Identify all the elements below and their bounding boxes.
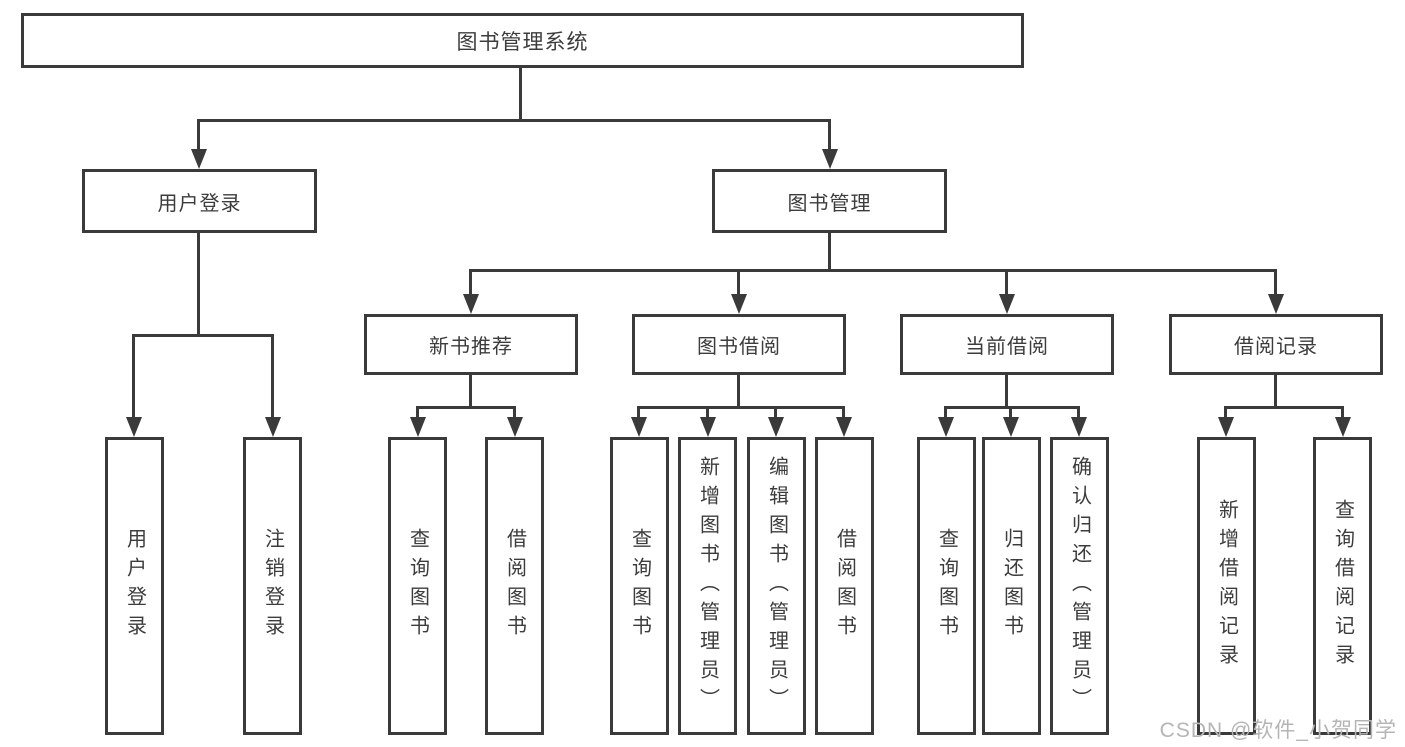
arrow-to-user-login	[191, 149, 207, 169]
node-library-management-system: 图书管理系统	[21, 13, 1024, 68]
connector-to-borrow-edit	[774, 406, 777, 419]
leaf-add-borrow-record: 新增借阅记录	[1197, 437, 1256, 735]
connector-new-book-rec-bus	[416, 406, 516, 409]
connector-user-login-stem	[197, 233, 200, 336]
arrow-to-rec-query	[410, 417, 426, 437]
node-book-borrowing: 图书借阅	[632, 314, 846, 375]
arrow-to-borrow-borrow	[836, 417, 852, 437]
arrow-to-current-borrowing	[999, 294, 1015, 314]
connector-to-rec-query	[416, 406, 419, 419]
leaf-edit-books-admin: 编辑图书（管理员）	[747, 437, 806, 735]
connector-to-book-borrowing	[737, 269, 740, 296]
connector-user-login-bus	[132, 334, 274, 337]
arrow-to-borrowing-records	[1268, 294, 1284, 314]
arrow-to-record-query	[1335, 417, 1351, 437]
node-borrowing-records: 借阅记录	[1169, 314, 1383, 375]
connector-to-leaf-logout	[271, 334, 274, 419]
arrow-to-cur-return	[1003, 417, 1019, 437]
node-current-borrowing: 当前借阅	[900, 314, 1114, 375]
arrow-to-new-book-rec	[463, 294, 479, 314]
leaf-borrow-books-rec: 借阅图书	[485, 437, 544, 735]
connector-to-borrow-query	[637, 406, 640, 419]
connector-to-borrow-borrow	[842, 406, 845, 419]
leaf-query-borrow-record: 查询借阅记录	[1313, 437, 1372, 735]
connector-to-borrow-add	[706, 406, 709, 419]
arrow-to-rec-borrow	[507, 417, 523, 437]
connector-book-borrowing-bus	[637, 406, 845, 409]
connector-to-new-book-rec	[469, 269, 472, 296]
connector-book-borrowing-stem	[737, 375, 740, 409]
connector-book-management-stem	[828, 233, 831, 272]
leaf-add-books-admin: 新增图书（管理员）	[678, 437, 737, 735]
connector-to-record-add	[1224, 406, 1227, 419]
leaf-query-books-borrow: 查询图书	[610, 437, 669, 735]
connector-to-cur-confirm	[1077, 406, 1080, 419]
connector-root-stem	[519, 68, 522, 122]
leaf-user-login: 用户登录	[105, 437, 164, 735]
connector-new-book-rec-stem	[469, 375, 472, 409]
connector-to-cur-return	[1009, 406, 1012, 419]
connector-borrowing-records-bus	[1224, 406, 1344, 409]
arrow-to-record-add	[1218, 417, 1234, 437]
connector-borrowing-records-stem	[1274, 375, 1277, 409]
connector-current-borrowing-stem	[1005, 375, 1008, 409]
leaf-query-books-rec: 查询图书	[388, 437, 447, 735]
connector-root-bus	[197, 119, 831, 122]
watermark-csdn: CSDN @软件_小贺同学	[1159, 719, 1397, 742]
arrow-to-book-management	[822, 149, 838, 169]
connector-to-rec-borrow	[513, 406, 516, 419]
connector-to-borrowing-records	[1274, 269, 1277, 296]
arrow-to-borrow-add	[700, 417, 716, 437]
arrow-to-book-borrowing	[731, 294, 747, 314]
leaf-return-books: 归还图书	[982, 437, 1041, 735]
leaf-borrow-books: 借阅图书	[815, 437, 874, 735]
node-user-login: 用户登录	[82, 169, 317, 233]
arrow-to-leaf-logout	[265, 417, 281, 437]
connector-to-leaf-user-login	[132, 334, 135, 419]
connector-to-current-borrowing	[1005, 269, 1008, 296]
node-new-book-recommendation: 新书推荐	[364, 314, 578, 375]
arrow-to-cur-query	[938, 417, 954, 437]
leaf-logout: 注销登录	[243, 437, 302, 735]
connector-to-cur-query	[944, 406, 947, 419]
connector-to-user-login	[197, 119, 200, 151]
connector-to-book-management	[828, 119, 831, 151]
arrow-to-cur-confirm	[1071, 417, 1087, 437]
leaf-confirm-return-admin: 确认归还（管理员）	[1050, 437, 1109, 735]
arrow-to-borrow-edit	[768, 417, 784, 437]
arrow-to-leaf-user-login	[126, 417, 142, 437]
connector-current-borrowing-bus	[944, 406, 1080, 409]
connector-book-management-bus	[469, 269, 1277, 272]
arrow-to-borrow-query	[631, 417, 647, 437]
leaf-query-books-current: 查询图书	[917, 437, 976, 735]
connector-to-record-query	[1341, 406, 1344, 419]
node-book-management: 图书管理	[712, 169, 947, 233]
